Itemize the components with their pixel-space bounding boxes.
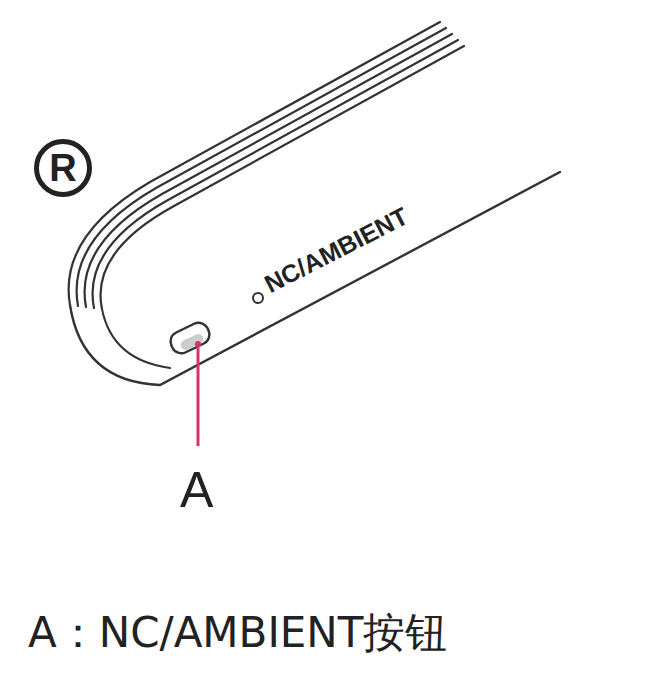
nc-ambient-button xyxy=(167,319,213,356)
button-shade xyxy=(179,332,205,352)
device-outline xyxy=(70,172,560,385)
device-edge xyxy=(102,309,170,368)
callout-letter: A xyxy=(180,465,213,515)
leader-line xyxy=(197,344,200,446)
button-name-print: NC/AMBIENT xyxy=(261,203,412,297)
indicator-dot xyxy=(253,293,263,303)
side-mark-letter: R xyxy=(49,149,76,187)
caption: A：NC/AMBIENT按钮 xyxy=(28,612,447,654)
side-mark-circle: R xyxy=(34,139,92,197)
leader-dot xyxy=(195,341,201,347)
device-rim xyxy=(69,22,464,309)
